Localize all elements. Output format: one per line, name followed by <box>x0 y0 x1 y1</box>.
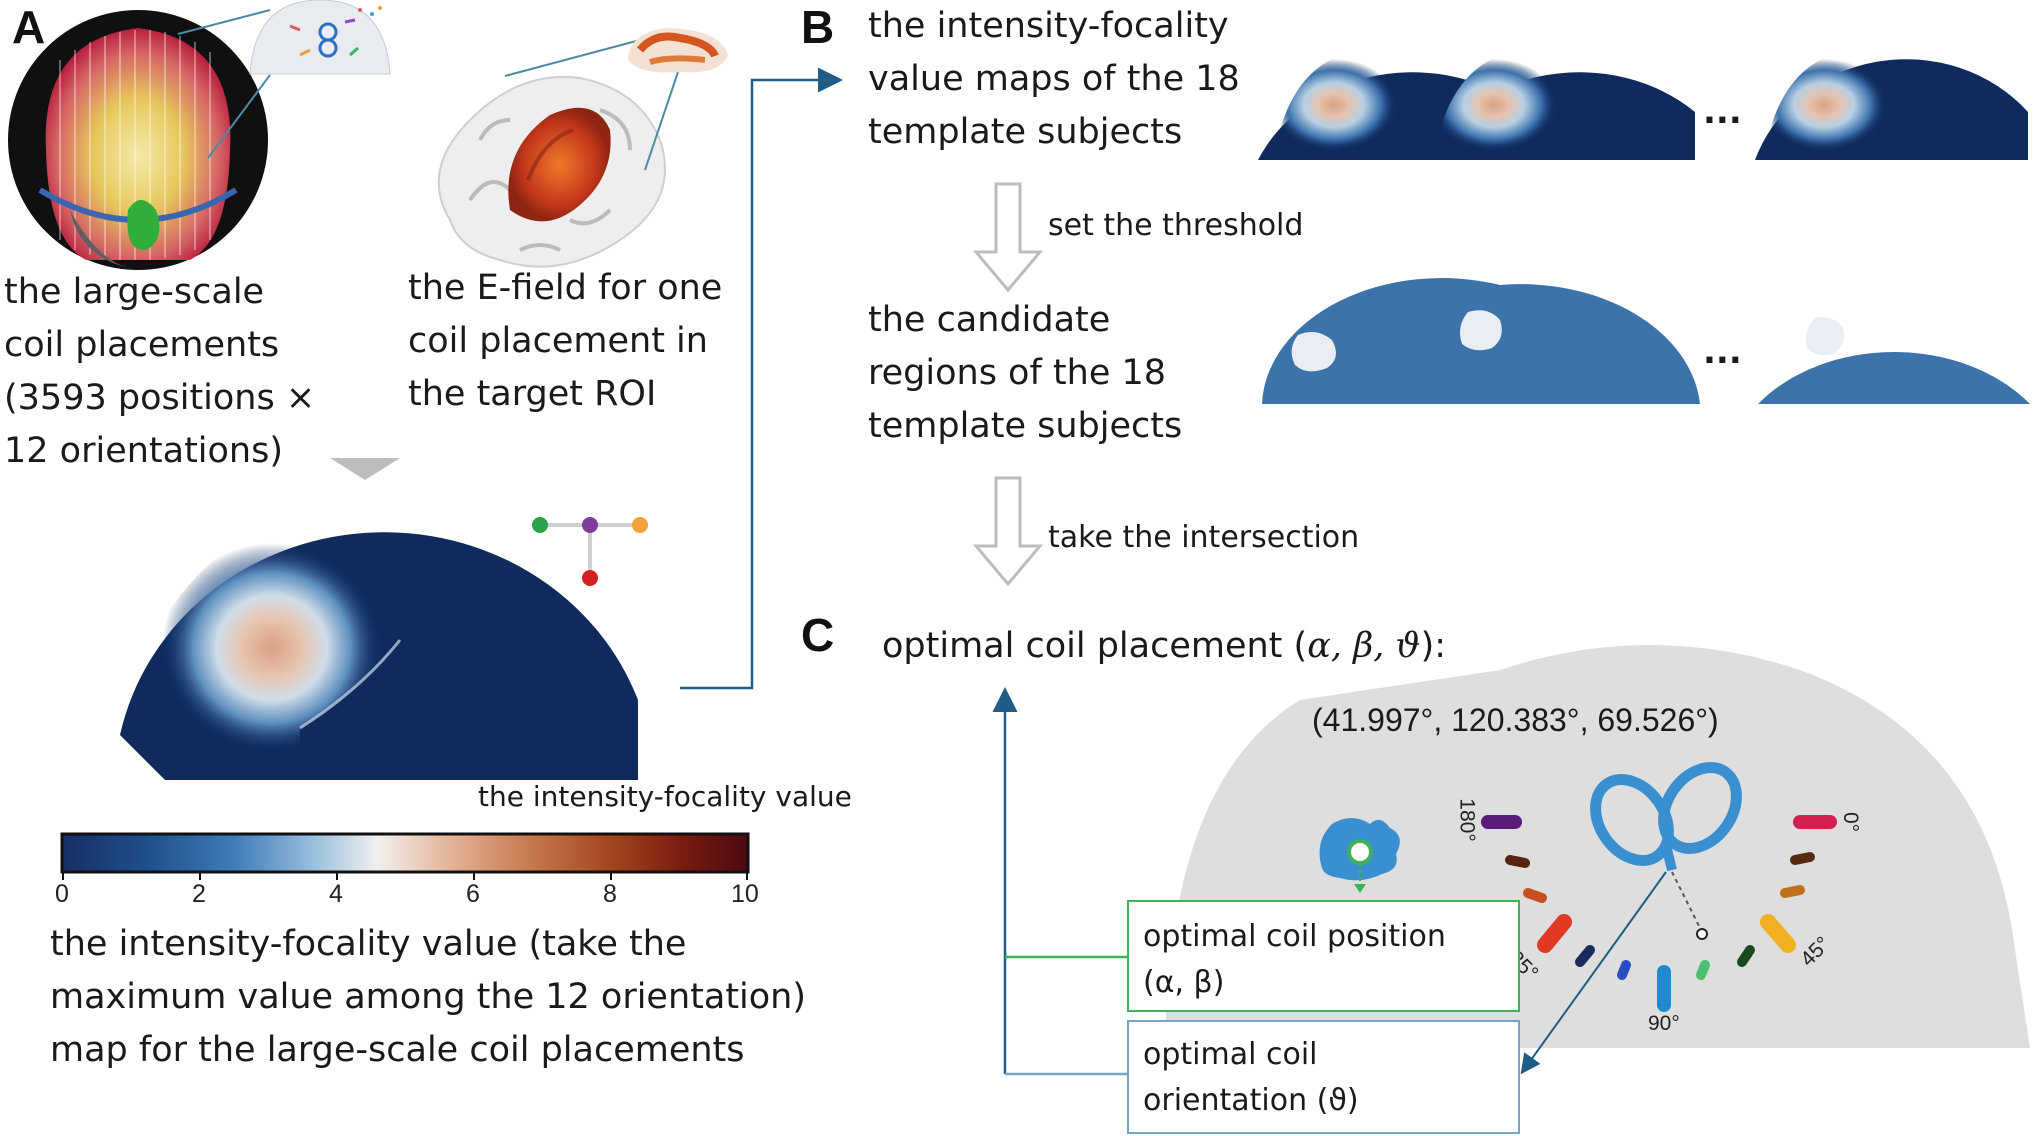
title-variables: α, β, ϑ <box>1307 626 1421 666</box>
angle-label-90: 90° <box>1648 1012 1680 1035</box>
coil-text-line: 12 orientations) <box>4 431 284 471</box>
colorbar-tick: 10 <box>731 880 759 908</box>
angle-label-0: 0° <box>1839 811 1863 833</box>
maps-text-line: template subjects <box>868 112 1183 152</box>
caption-line: maximum value among the 12 orientation) <box>50 977 807 1017</box>
ellipsis-regions: ... <box>1703 332 1742 372</box>
brain-inset <box>628 28 728 73</box>
panel-label-a: A <box>12 1 46 53</box>
caption-line: the intensity-focality value (take the <box>50 924 687 964</box>
connector-a-to-b <box>680 67 843 690</box>
coil-text-line: the large-scale <box>4 272 265 312</box>
candidate-text-line: template subjects <box>868 406 1183 446</box>
caption-line: map for the large-scale coil placements <box>50 1030 745 1070</box>
value-maps-text: the intensity-focality value maps of the… <box>868 0 1240 159</box>
candidate-regions-text: the candidate regions of the 18 template… <box>868 294 1182 453</box>
optimal-coordinates: (41.997°, 120.383°, 69.526°) <box>1312 702 1719 738</box>
coil-text-line: (3593 positions × <box>4 378 316 418</box>
coil-to-orientation-arrow <box>1520 871 1667 1075</box>
heatmap-label: the intensity-focality value <box>478 780 852 813</box>
title-suffix: ): <box>1420 626 1447 666</box>
orientation-box-line: optimal coil <box>1143 1037 1318 1072</box>
heatmap-caption: the intensity-focality value (take the m… <box>50 918 806 1077</box>
panel-label-c: C <box>801 609 835 661</box>
efield-text-line: coil placement in <box>408 321 708 361</box>
coil-placements-head-illustration <box>8 10 268 270</box>
flow-arrow-down <box>330 458 400 480</box>
colorbar <box>60 832 750 874</box>
colorbar-tick: 0 <box>55 880 69 908</box>
target-position-marker <box>1319 818 1400 893</box>
efield-text-line: the target ROI <box>408 374 657 414</box>
figure-eight-coil <box>1590 762 1742 940</box>
colorbar-tick: 2 <box>192 880 206 908</box>
efield-brain-illustration <box>437 75 666 268</box>
value-maps-row <box>1258 50 2028 160</box>
candidate-text-line: the candidate <box>868 300 1111 340</box>
coil-placements-text: the large-scale coil placements (3593 po… <box>4 266 315 478</box>
efield-text-line: the E-field for one <box>408 268 723 308</box>
coil-text-line: coil placements <box>4 325 280 365</box>
maps-text-line: value maps of the 18 <box>868 59 1240 99</box>
optimal-placement-title: optimal coil placement (α, β, ϑ): <box>882 620 1446 673</box>
title-prefix: optimal coil placement ( <box>882 626 1308 666</box>
colorbar-tick: 4 <box>329 880 343 908</box>
orientation-dashes <box>1481 815 1837 1012</box>
panel-label-b: B <box>801 1 835 53</box>
candidate-text-line: regions of the 18 <box>868 353 1167 393</box>
candidate-regions-row <box>1262 278 2030 404</box>
optimal-orientation-box: optimal coil orientation (ϑ) <box>1127 1020 1520 1134</box>
position-box-line: (α, β) <box>1143 965 1225 1000</box>
orientation-box-line: orientation (ϑ) <box>1143 1083 1359 1118</box>
panel-a-graphics <box>8 0 750 880</box>
intersection-arrow <box>972 476 1044 587</box>
efield-text: the E-field for one coil placement in th… <box>408 262 722 421</box>
colorbar-tick: 8 <box>603 880 617 908</box>
intersection-label: take the intersection <box>1048 520 1360 555</box>
threshold-arrow <box>972 182 1044 293</box>
maps-text-line: the intensity-focality <box>868 6 1229 46</box>
coil-schematic-inset <box>289 6 382 58</box>
ellipsis-maps: ... <box>1703 92 1742 132</box>
threshold-label: set the threshold <box>1048 208 1304 243</box>
colorbar-tick: 6 <box>466 880 480 908</box>
intensity-focality-heatmap <box>120 504 648 780</box>
angle-label-180: 180° <box>1455 798 1479 842</box>
optimal-position-box: optimal coil position (α, β) <box>1127 900 1520 1012</box>
position-box-line: optimal coil position <box>1143 919 1446 954</box>
